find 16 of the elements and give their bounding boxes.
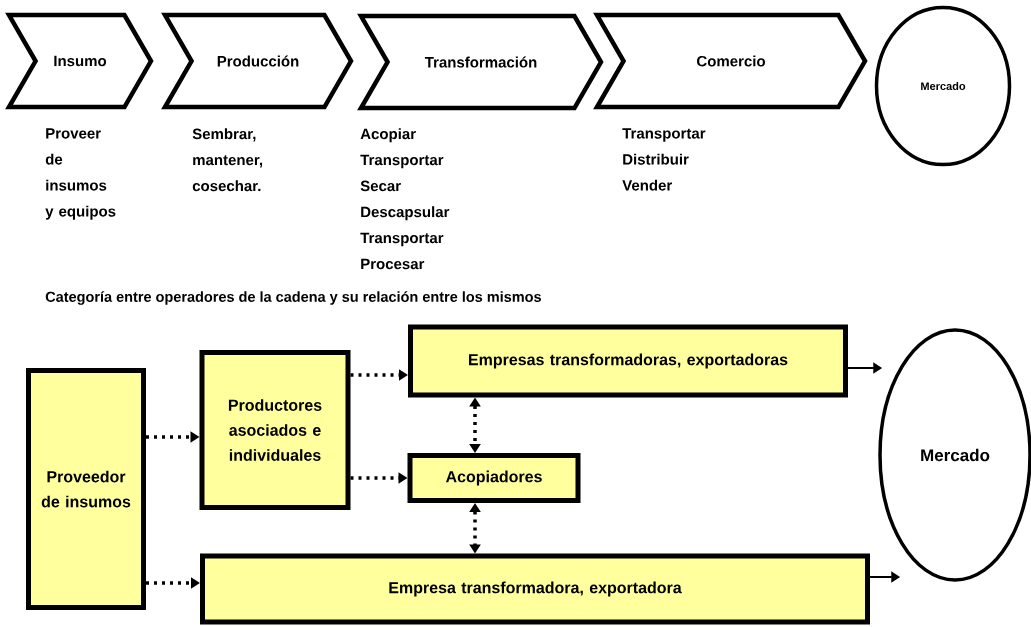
actor-box: Empresas transformadoras, exportadoras — [408, 324, 848, 398]
step-description: Sembrar, mantener, cosechar. — [192, 128, 263, 192]
actor-box: Productores asociados e individuales — [199, 350, 351, 510]
node-label: Acopiar — [360, 128, 416, 143]
step-description: Transportar Distribuir Vender — [622, 128, 706, 191]
actor-box: Proveedor de insumos — [26, 368, 146, 610]
section-heading: Categoría entre operadores de la cadena y su relación entre los mismos — [45, 291, 541, 305]
node-label: Procesar — [361, 258, 425, 270]
node-label: Transportar — [360, 154, 444, 169]
step-description: Acopiar Transportar Secar Descapsular Transportar Procesar — [360, 128, 450, 270]
step-description: Proveer de insumos y equipos — [45, 128, 116, 220]
node-label: Secar — [360, 180, 401, 192]
actor-box: Empresa transformadora, exportadora — [200, 553, 870, 625]
node-label: Transportar — [360, 232, 444, 247]
node-label: Descapsular — [361, 206, 450, 221]
actor-box: Acopiadores — [407, 453, 581, 503]
